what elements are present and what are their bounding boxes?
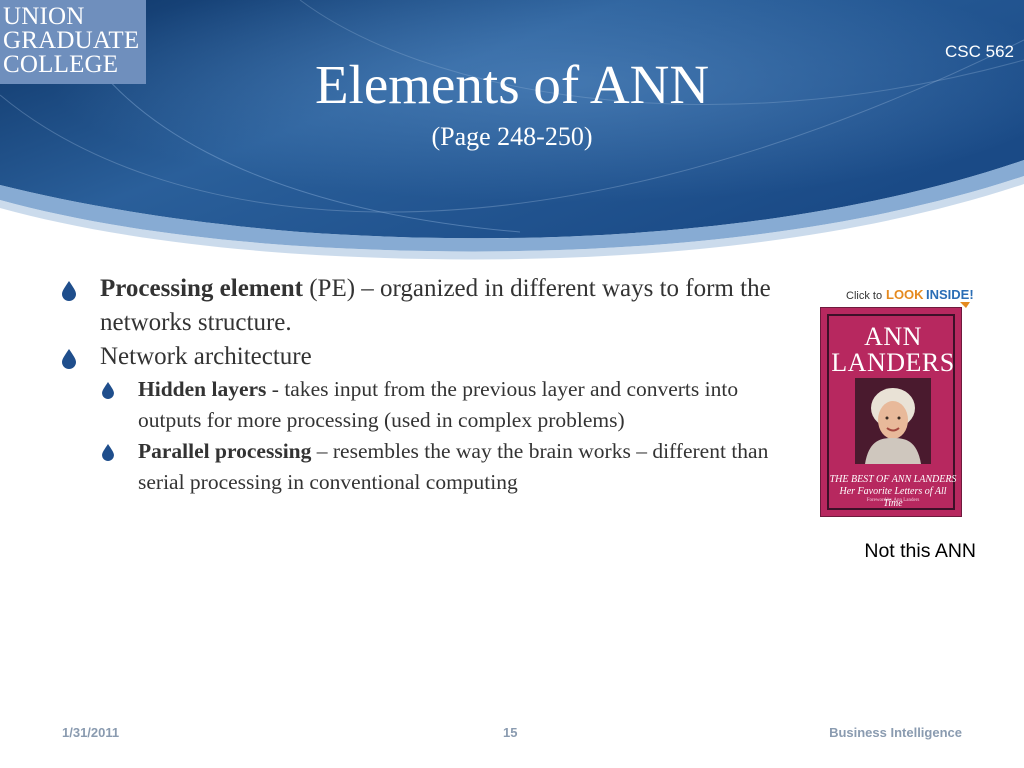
- sub-bullet-bold: Parallel processing: [138, 439, 312, 463]
- bullet-text: (PE) – organized in different ways to fo…: [100, 275, 771, 336]
- footer-date: 1/31/2011: [62, 725, 120, 740]
- banner-look: LOOK: [886, 287, 924, 302]
- book-title-line-1: ANN: [864, 322, 922, 351]
- image-caption: Not this ANN: [864, 540, 976, 562]
- logo-line-2: GRADUATE: [3, 27, 140, 54]
- portrait-image: [855, 378, 931, 464]
- sub-bullet-bold: Hidden layers: [138, 377, 267, 401]
- sub-bullet-parallel-processing: Parallel processing – resembles the way …: [62, 436, 782, 498]
- leaf-bullet-icon: [62, 281, 76, 301]
- slide-content: Processing element (PE) – organized in d…: [62, 272, 782, 498]
- sub-bullet-hidden-layers: Hidden layers - takes input from the pre…: [62, 374, 782, 436]
- slide-subtitle: (Page 248-250): [431, 122, 593, 151]
- bullet-text: Network architecture: [100, 343, 312, 370]
- banner-inside: INSIDE!: [926, 287, 974, 302]
- logo-line-3: COLLEGE: [3, 51, 119, 78]
- leaf-bullet-icon: [102, 444, 114, 461]
- footer-course-name: Business Intelligence: [829, 725, 962, 740]
- sub-bullet-text: – resembles the way the brain works – di…: [138, 439, 769, 494]
- bullet-bold: Processing element: [100, 275, 303, 302]
- bullet-item-processing-element: Processing element (PE) – organized in d…: [62, 272, 782, 340]
- course-code: CSC 562: [945, 42, 1014, 61]
- book-fine-print: Foreword by Ann Landers: [866, 498, 920, 503]
- college-logo: UNION GRADUATE COLLEGE: [0, 0, 146, 84]
- banner-prefix: Click to: [846, 290, 882, 302]
- book-subtitle-line-1: THE BEST OF ANN LANDERS: [829, 474, 957, 485]
- bullet-item-network-architecture: Network architecture: [62, 340, 782, 374]
- header-background: [0, 0, 1024, 260]
- book-title-line-2: LANDERS: [831, 348, 955, 377]
- book-cover-frame: ANN LANDERS THE BEST OF ANN LANDERS Her …: [827, 314, 957, 510]
- book-subtitle-line-2: Her Favorite Letters of All Time: [839, 486, 947, 509]
- sub-bullet-text: - takes input from the previous layer an…: [138, 377, 739, 432]
- footer-page-number: 15: [503, 725, 518, 740]
- leaf-bullet-icon: [102, 382, 114, 399]
- leaf-bullet-icon: [62, 349, 76, 369]
- slide-title: Elements of ANN: [314, 54, 710, 115]
- logo-line-1: UNION: [3, 3, 85, 30]
- book-cover-image: ANN LANDERS THE BEST OF ANN LANDERS Her …: [820, 307, 962, 517]
- look-inside-banner: Click to LOOK INSIDE!: [846, 287, 974, 308]
